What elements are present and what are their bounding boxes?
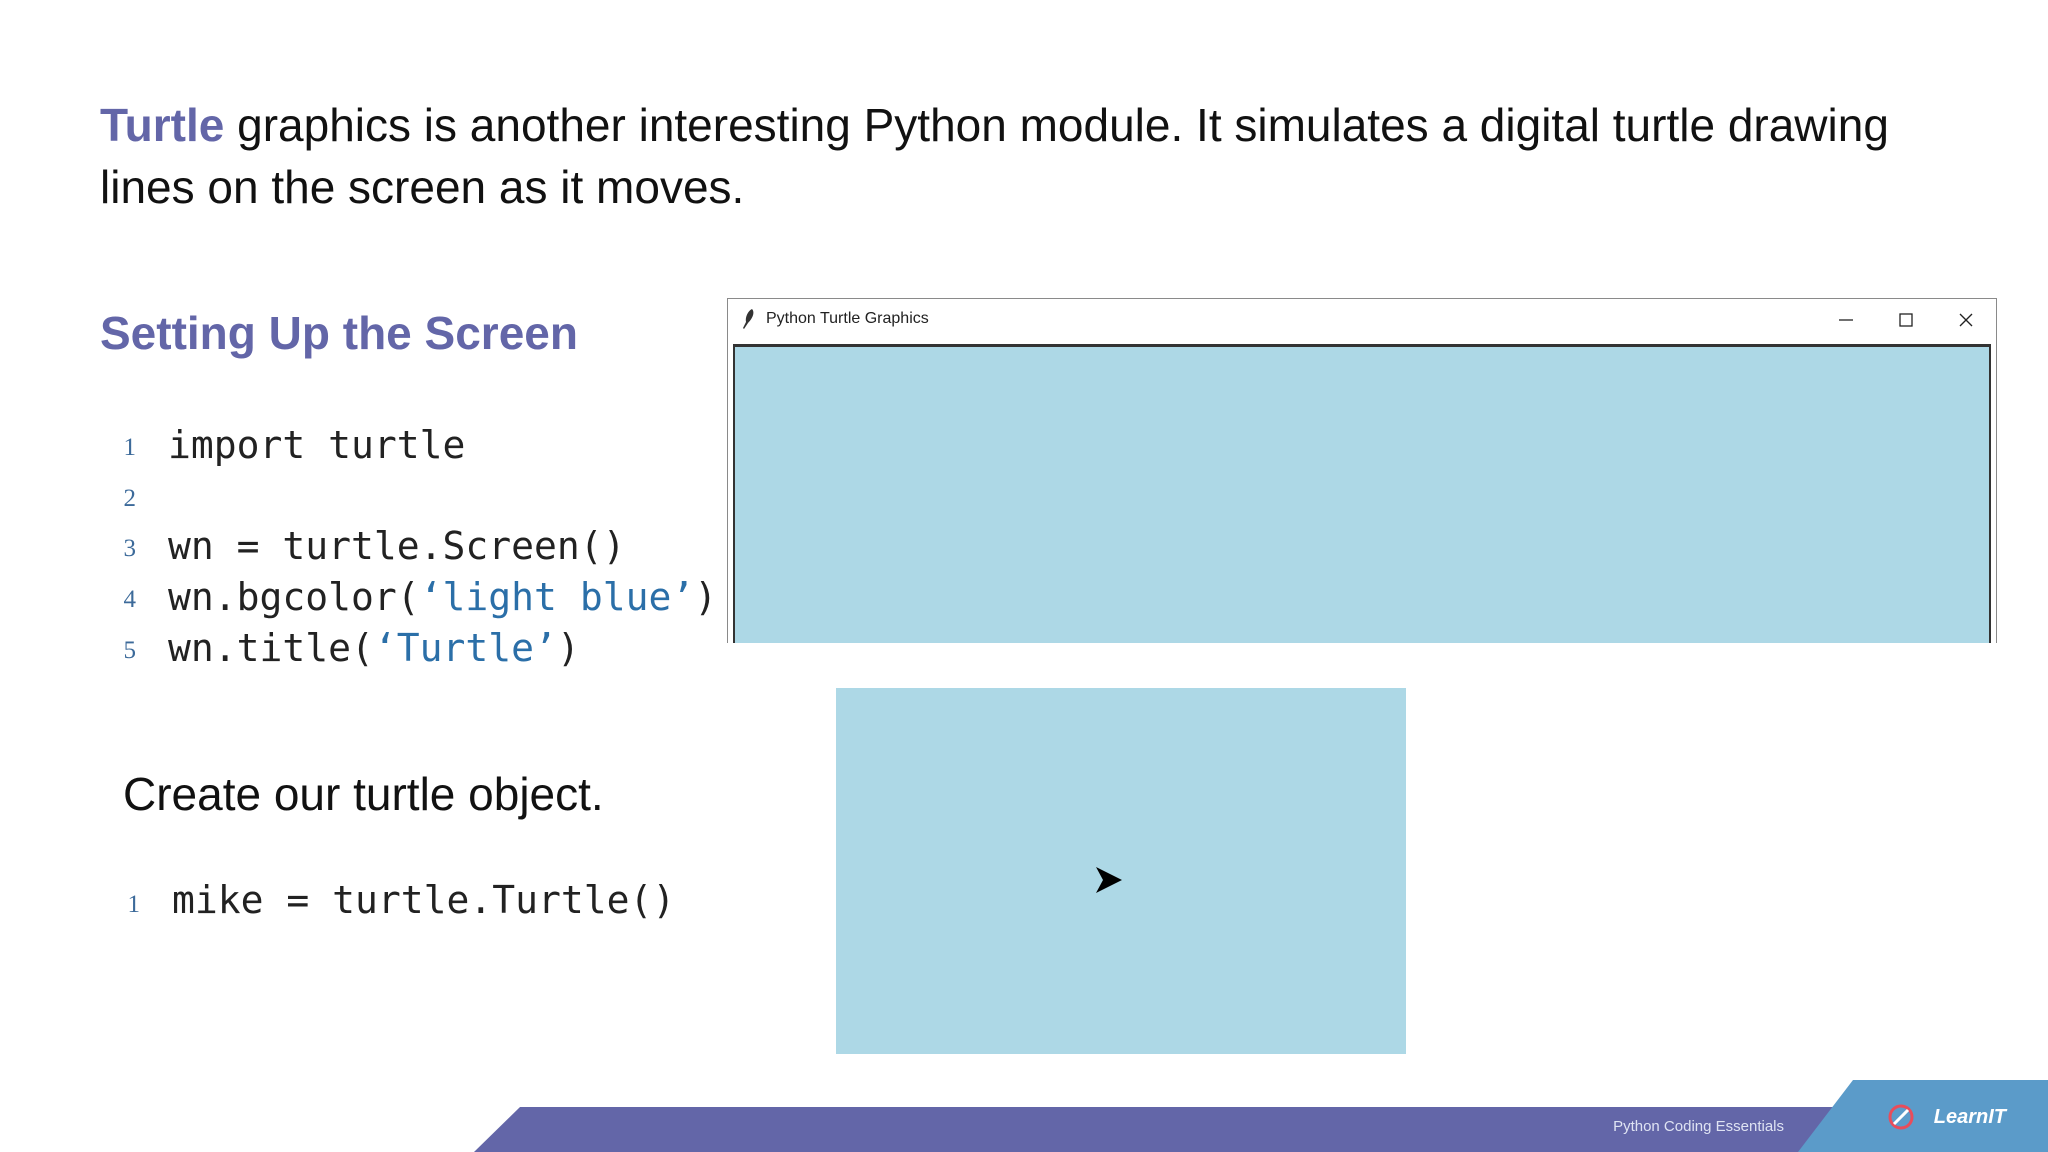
window-title: Python Turtle Graphics bbox=[766, 310, 929, 327]
window-titlebar[interactable]: Python Turtle Graphics bbox=[728, 299, 1996, 341]
line-number: 4 bbox=[123, 586, 137, 613]
turtle-canvas bbox=[836, 688, 1406, 1054]
subtext: Create our turtle object. bbox=[123, 768, 604, 820]
feather-icon bbox=[743, 309, 754, 329]
footer: Python Coding Essentials LearnIT bbox=[0, 1080, 2048, 1152]
turtle-arrow-icon bbox=[1096, 867, 1122, 893]
intro-text: graphics is another interesting Python m… bbox=[100, 99, 1889, 213]
section-heading: Setting Up the Screen bbox=[100, 307, 578, 359]
footer-band bbox=[474, 1080, 2048, 1152]
footer-label: Python Coding Essentials bbox=[1613, 1118, 1784, 1135]
intro-keyword: Turtle bbox=[100, 99, 225, 151]
code-segment: ) bbox=[694, 575, 718, 619]
code-text: import turtle bbox=[168, 423, 466, 467]
close-button[interactable] bbox=[1936, 299, 1996, 341]
turtle-screen-canvas[interactable] bbox=[733, 344, 1991, 643]
line-number: 3 bbox=[123, 535, 137, 562]
code-segment: ) bbox=[556, 626, 580, 670]
code-string: ‘Turtle’ bbox=[373, 626, 557, 670]
code-segment: wn.bgcolor( bbox=[168, 575, 420, 619]
maximize-icon bbox=[1899, 313, 1913, 327]
intro-paragraph: Turtle graphics is another interesting P… bbox=[100, 94, 1900, 218]
learnit-logo-icon bbox=[1888, 1104, 1914, 1130]
learnit-logo[interactable]: LearnIT bbox=[1933, 1106, 2006, 1128]
line-number: 2 bbox=[123, 485, 137, 512]
minimize-button[interactable] bbox=[1816, 299, 1876, 341]
close-icon bbox=[1959, 313, 1973, 327]
line-number: 5 bbox=[123, 637, 137, 664]
code-text: mike = turtle.Turtle() bbox=[172, 878, 676, 922]
minimize-icon bbox=[1839, 319, 1853, 321]
code-text: wn.title(‘Turtle’) bbox=[168, 626, 580, 670]
code-text: wn = turtle.Screen() bbox=[168, 524, 626, 568]
maximize-button[interactable] bbox=[1876, 299, 1936, 341]
turtle-graphics-window: Python Turtle Graphics bbox=[727, 298, 1997, 643]
line-number: 1 bbox=[127, 891, 141, 918]
line-number: 1 bbox=[123, 434, 137, 461]
code-segment: wn.title( bbox=[168, 626, 374, 670]
code-text: wn.bgcolor(‘light blue’) bbox=[168, 575, 717, 619]
code-string: ‘light blue’ bbox=[419, 575, 695, 619]
